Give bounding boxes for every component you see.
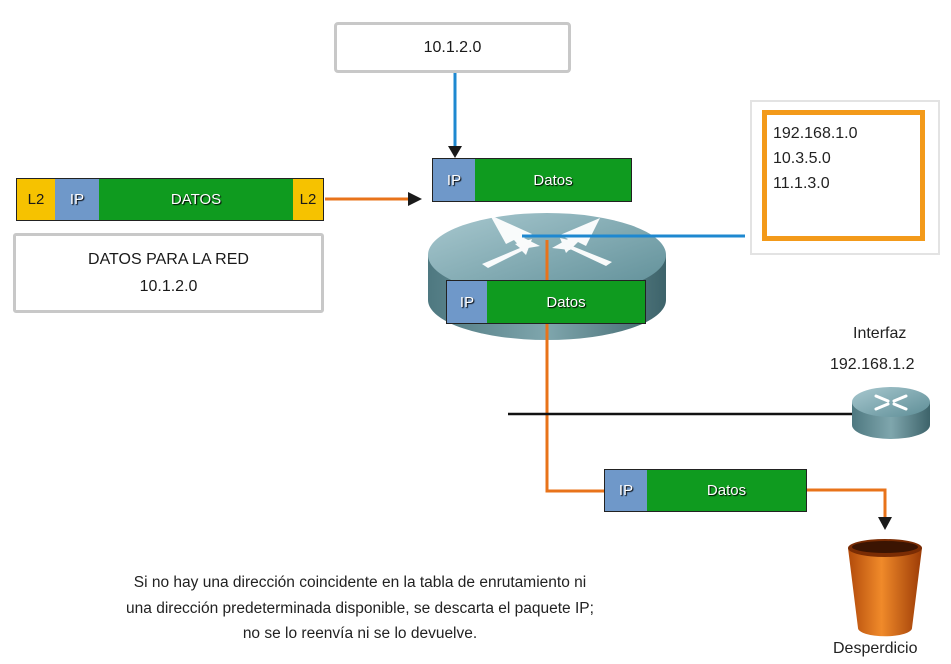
- routing-table: 192.168.1.0 10.3.5.0 11.1.3.0: [762, 110, 925, 241]
- frame-caption-box: DATOS PARA LA RED 10.1.2.0: [13, 233, 324, 313]
- trash-label: Desperdicio: [833, 640, 918, 657]
- router-top-data: Datos: [475, 159, 631, 201]
- frame-caption-line2: 10.1.2.0: [139, 278, 198, 295]
- note-line-1: Si no hay una dirección coincidente en l…: [133, 574, 587, 591]
- router-bottom-ip: IP: [447, 281, 487, 323]
- trash-bin-icon: [848, 539, 922, 637]
- interface-label: Interfaz: [853, 325, 907, 342]
- router-packet-top: IP Datos: [432, 158, 632, 202]
- frame-data-segment: DATOS: [99, 179, 293, 220]
- frame-trailer-l2: L2: [293, 179, 323, 220]
- note-line-3: no se lo reenvía ni se lo devuelve.: [242, 625, 478, 642]
- note-line-2: una dirección predeterminada disponible,…: [126, 599, 594, 617]
- interface-router-icon: [852, 387, 930, 439]
- destination-address-box: 10.1.2.0: [334, 22, 571, 73]
- interface-address: 192.168.1.2: [830, 356, 915, 373]
- frame-caption-line1: DATOS PARA LA RED: [88, 251, 249, 268]
- frame-header-l2: L2: [17, 179, 55, 220]
- explanation-note: Si no hay una dirección coincidente en l…: [30, 570, 690, 647]
- incoming-frame: L2 IP DATOS L2: [16, 178, 324, 221]
- router-bottom-data: Datos: [487, 281, 645, 323]
- route-entry: 192.168.1.0: [773, 125, 858, 142]
- route-entry: 11.1.3.0: [773, 175, 830, 192]
- trash-arrow: [806, 488, 887, 518]
- discarded-data: Datos: [647, 470, 806, 511]
- frame-ip-segment: IP: [55, 179, 99, 220]
- routing-table-frame: 192.168.1.0 10.3.5.0 11.1.3.0: [750, 100, 940, 255]
- router-packet-bottom: IP Datos: [446, 280, 646, 324]
- route-entry: 10.3.5.0: [773, 150, 831, 167]
- router-top-ip: IP: [433, 159, 475, 201]
- discarded-packet: IP Datos: [604, 469, 807, 512]
- destination-address: 10.1.2.0: [423, 38, 482, 56]
- discarded-ip: IP: [605, 470, 647, 511]
